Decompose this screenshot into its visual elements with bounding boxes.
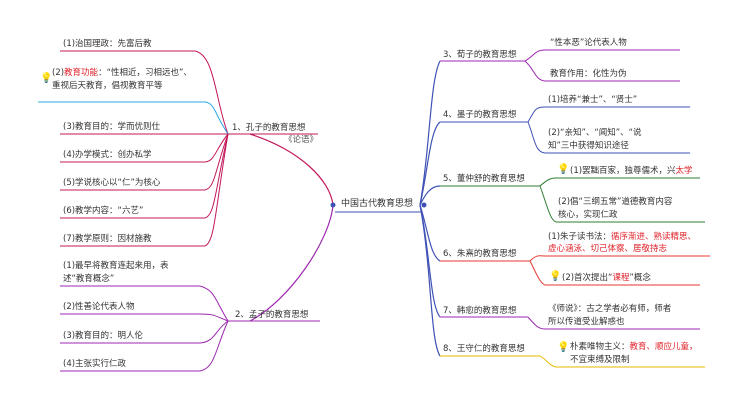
wang-item-1-line2: 不宜束缚及限制 xyxy=(570,355,630,365)
confucius-item-3: (3)教育目的：学而优则仕 xyxy=(63,122,161,132)
zhuxi-item-2: (2)首次提出“课程”概念 xyxy=(562,273,651,283)
xunzi-item-1: “性本恶”论代表人物 xyxy=(550,38,627,48)
branch-xunzi-title: 3、荀子的教育思想 xyxy=(443,50,517,60)
mozi-item-1: (1)培养“兼士”、“贤士” xyxy=(548,95,638,105)
lightbulb-icon: 💡 xyxy=(557,342,570,353)
branch-zhuxi-title: 6、朱熹的教育思想 xyxy=(443,249,517,259)
branch-wang-title: 8、王守仁的教育思想 xyxy=(443,344,525,354)
confucius-item-1: (1)治国理政：先富后教 xyxy=(63,39,152,49)
mencius-item-3: (3)教育目的：明人伦 xyxy=(63,331,144,341)
central-topic: 中国古代教育思想 xyxy=(341,199,414,209)
dong-item-1: (1)罢黜百家，独尊儒术，兴太学 xyxy=(570,166,693,176)
mencius-item-1: (1)最早将教育连起来用，表 xyxy=(63,261,169,271)
confucius-item-2-line2: 重视后天教育，倡视教育平等 xyxy=(52,81,163,91)
mencius-item-2: (2)性善论代表人物 xyxy=(63,302,135,312)
lightbulb-icon: 💡 xyxy=(40,73,53,84)
mencius-item-1-line2: 述“教育概念” xyxy=(63,274,115,284)
hanyu-item-1-line2: 所以传道受业解惑也 xyxy=(548,317,625,327)
branch-mozi-title: 4、墨子的教育思想 xyxy=(443,110,517,120)
xunzi-item-2: 教育作用：化性为伪 xyxy=(550,69,627,79)
branch-mencius-title: 2、孟子的教育思想 xyxy=(235,310,309,320)
branch-hanyu-title: 7、韩愈的教育思想 xyxy=(443,306,517,316)
confucius-item-4: (4)办学模式：创办私学 xyxy=(63,150,152,160)
branch-dong-title: 5、董仲舒的教育思想 xyxy=(443,174,525,184)
mencius-item-4: (4)主张实行仁政 xyxy=(63,359,127,369)
zhuxi-item-1-line2: 虚心涵泳、切己体察、居敬持志 xyxy=(548,244,668,254)
confucius-item-2: (2)教育功能：“性相近，习相远也”、 xyxy=(52,68,192,78)
hanyu-item-1: 《师说》：古之学者必有师，师者 xyxy=(548,304,672,314)
confucius-item-6: (6)教学内容：“六艺” xyxy=(63,206,144,216)
branch-confucius-subtitle: 《论语》 xyxy=(284,135,319,145)
wang-item-1: 朴素唯物主义：教育、顺应儿童， xyxy=(570,342,698,352)
lightbulb-icon: 💡 xyxy=(549,271,562,282)
zhuxi-item-1: (1)朱子读书法：循序渐进、熟读精思、 xyxy=(548,232,697,242)
mozi-item-2-line2: 知”三中获得知识途径 xyxy=(548,141,629,151)
confucius-item-5: (5)学说核心以“仁”为核心 xyxy=(63,178,161,188)
dong-item-2-line2: 核心，实现仁政 xyxy=(558,210,618,220)
confucius-item-7: (7)教学原则：因材施教 xyxy=(63,234,152,244)
lightbulb-icon: 💡 xyxy=(557,164,570,175)
dong-item-2: (2)倡“三纲五常”道德教育内容 xyxy=(558,197,673,207)
mozi-item-2: (2)“亲知”、“闻知”、“说 xyxy=(548,128,642,138)
branch-confucius-title: 1、孔子的教育思想 xyxy=(232,123,306,133)
